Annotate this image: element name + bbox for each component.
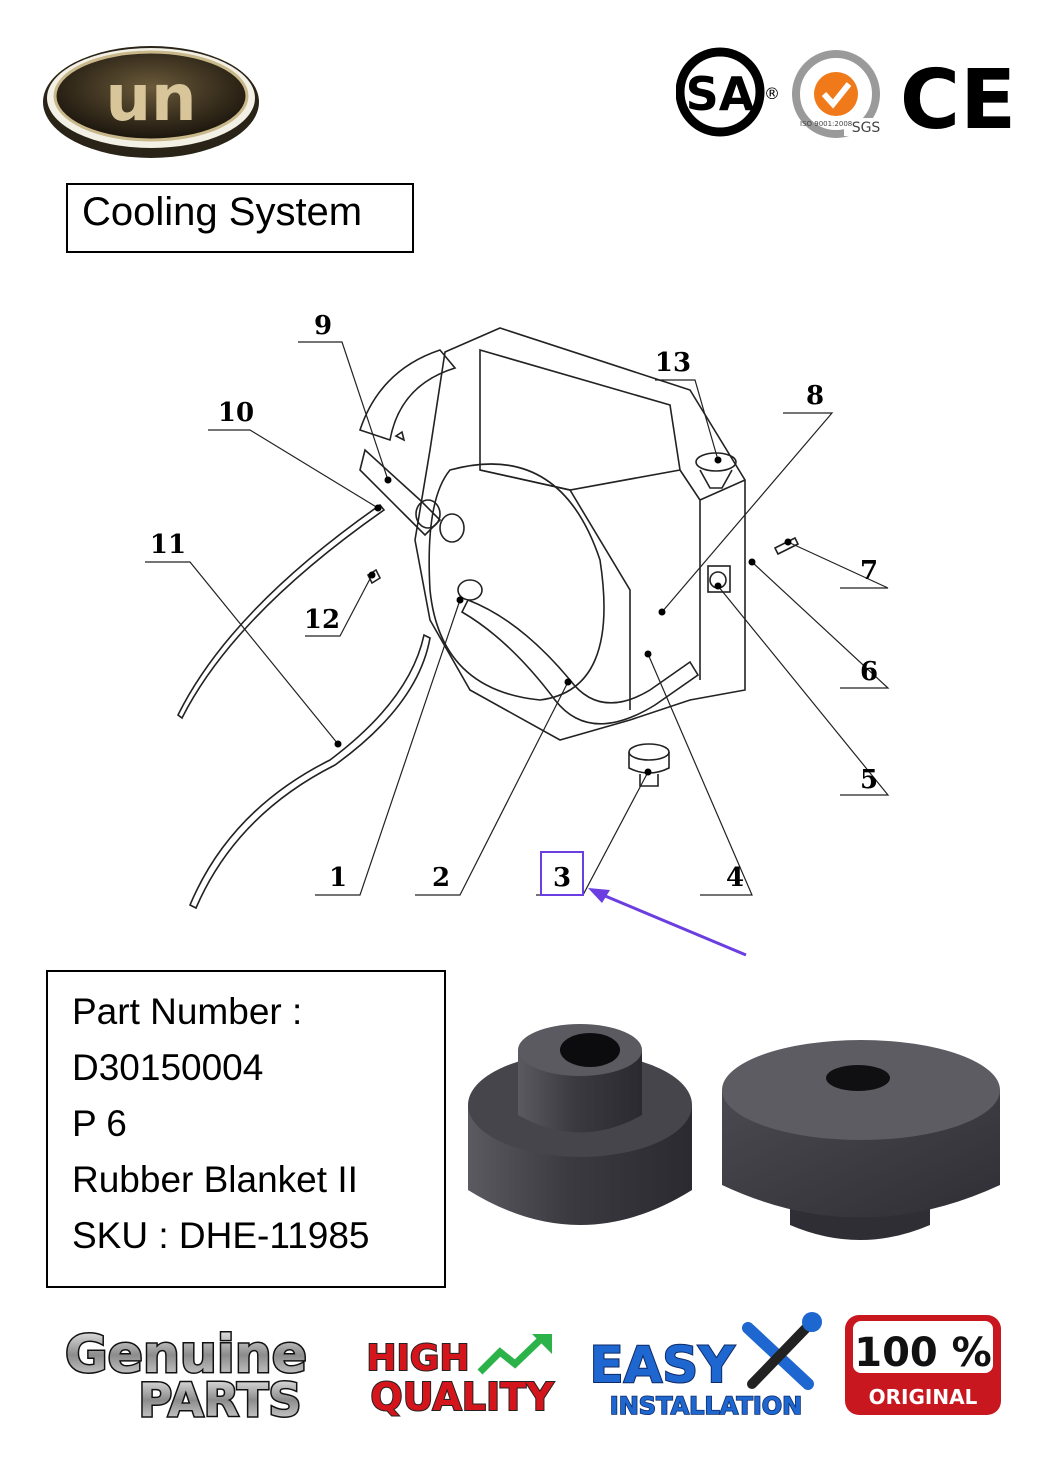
svg-text:INSTALLATION: INSTALLATION bbox=[610, 1392, 802, 1420]
svg-text:Genuine: Genuine bbox=[65, 1325, 307, 1385]
part-name: Rubber Blanket II bbox=[72, 1159, 358, 1200]
svg-text:100 %: 100 % bbox=[854, 1330, 992, 1376]
csa-mark-icon: SA ® bbox=[676, 47, 780, 137]
genuine-parts-badge: Genuine PARTS bbox=[63, 1324, 308, 1429]
callout-3: 3 bbox=[553, 863, 571, 893]
part-position: P 6 bbox=[72, 1103, 127, 1144]
original-badge: 100 % ORIGINAL bbox=[845, 1315, 1001, 1415]
callout-7: 7 bbox=[860, 556, 878, 586]
logo-text: un bbox=[105, 62, 196, 136]
exploded-parts-diagram: 1 2 3 4 5 6 7 8 9 10 11 12 13 bbox=[145, 311, 890, 957]
easy-installation-badge: EASY INSTALLATION bbox=[588, 1312, 822, 1421]
high-quality-badge: HIGH QUALITY bbox=[365, 1334, 555, 1420]
highlight-callout-3 bbox=[540, 851, 747, 957]
callout-13: 13 bbox=[655, 348, 691, 378]
trust-badges: Genuine PARTS HIGH QUALITY EASY INSTALLA… bbox=[63, 1312, 1001, 1429]
product-photos bbox=[468, 1024, 1000, 1240]
callout-11: 11 bbox=[150, 530, 186, 560]
part-number-value: D30150004 bbox=[72, 1047, 264, 1088]
certification-marks: SA ® SGS ISO 9001:2008 CE bbox=[676, 47, 1012, 144]
part-number-label: Part Number : bbox=[72, 991, 303, 1032]
callout-9: 9 bbox=[314, 311, 332, 341]
page-title: Cooling System bbox=[82, 190, 363, 234]
rubber-bushing-photo-1 bbox=[468, 1024, 692, 1225]
trend-arrow-icon bbox=[477, 1337, 543, 1375]
callout-1: 1 bbox=[329, 863, 347, 893]
leader-lines bbox=[145, 341, 890, 896]
callout-12: 12 bbox=[304, 605, 340, 635]
un-logo: un bbox=[43, 46, 259, 158]
callout-6: 6 bbox=[860, 657, 878, 687]
callout-8: 8 bbox=[806, 381, 824, 411]
sgs-iso-icon: SGS ISO 9001:2008 bbox=[792, 50, 888, 138]
svg-text:SA: SA bbox=[686, 67, 755, 121]
svg-text:EASY: EASY bbox=[589, 1336, 735, 1394]
callout-numbers: 1 2 3 4 5 6 7 8 9 10 11 12 13 bbox=[150, 311, 878, 893]
callout-4: 4 bbox=[726, 863, 744, 893]
svg-text:QUALITY: QUALITY bbox=[370, 1375, 554, 1419]
title-box bbox=[66, 183, 414, 253]
part-sku: SKU : DHE-11985 bbox=[72, 1215, 370, 1256]
svg-text:PARTS: PARTS bbox=[139, 1373, 302, 1427]
part-info-box bbox=[46, 970, 446, 1288]
callout-10: 10 bbox=[218, 398, 254, 428]
svg-text:CE: CE bbox=[900, 53, 1012, 144]
callout-2: 2 bbox=[432, 863, 450, 893]
callout-5: 5 bbox=[860, 765, 878, 795]
rubber-bushing-photo-2 bbox=[722, 1040, 1000, 1240]
sgs-iso-text: ISO 9001:2008 bbox=[800, 120, 852, 128]
svg-text:HIGH: HIGH bbox=[366, 1338, 469, 1379]
leader-dots bbox=[334, 456, 792, 776]
svg-text:ORIGINAL: ORIGINAL bbox=[869, 1385, 978, 1409]
radiator-drawing bbox=[176, 327, 800, 910]
svg-text:®: ® bbox=[764, 84, 780, 103]
arrow-head-icon bbox=[588, 888, 610, 903]
tools-icon bbox=[742, 1312, 822, 1390]
svg-text:SGS: SGS bbox=[852, 120, 881, 136]
ce-mark-icon: CE bbox=[900, 53, 1012, 144]
